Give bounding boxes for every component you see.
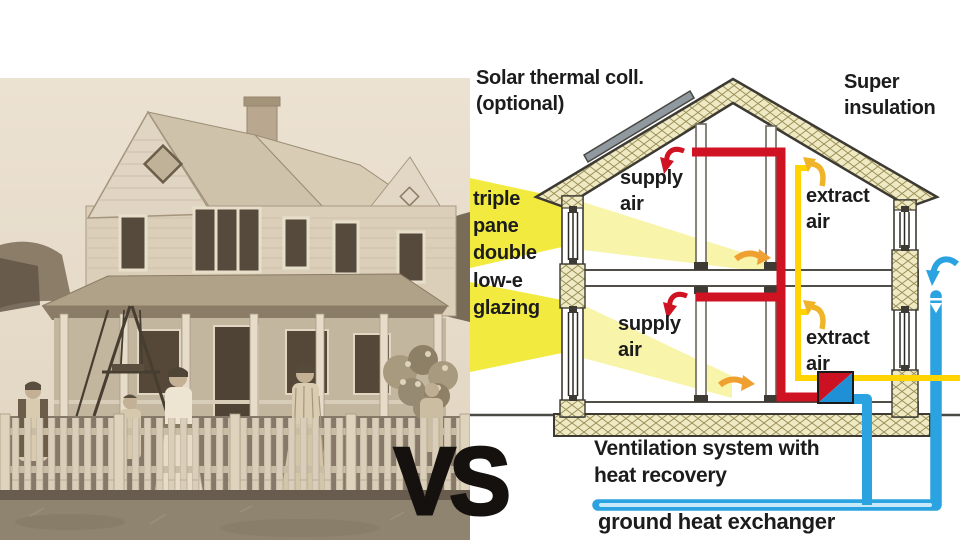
left-wall bbox=[559, 195, 586, 418]
solar-thermal-label-line1: Solar thermal coll. bbox=[476, 67, 644, 89]
supply-air-lower-line1: supply bbox=[618, 313, 681, 335]
solar-collector-panel bbox=[582, 89, 696, 164]
sun-ray-upper bbox=[470, 178, 562, 268]
super-insulation-label: Super insulation bbox=[844, 70, 936, 121]
swing-seat bbox=[112, 364, 144, 371]
supply-air-duct bbox=[692, 147, 819, 402]
fence-baseboard bbox=[0, 490, 470, 502]
sun-ray-lower bbox=[470, 282, 562, 372]
gable-diamond-window bbox=[142, 143, 184, 185]
supply-air-upper-line1: supply bbox=[620, 167, 683, 189]
supply-duct-main bbox=[692, 147, 819, 402]
supply-air-label-lower: supply air bbox=[618, 312, 681, 363]
glazing-label-line1: triple bbox=[473, 188, 521, 210]
extract-air-duct bbox=[795, 165, 960, 381]
glazing-label-line2: pane bbox=[473, 215, 519, 238]
right-wall bbox=[891, 199, 919, 418]
room-airflow-arrow-upper bbox=[734, 249, 771, 265]
pipe-flow-marker bbox=[929, 298, 943, 313]
fresh-air-pipes bbox=[592, 290, 942, 511]
glazing-label-line5: glazing bbox=[473, 296, 540, 319]
room-airflow-arrow-lower bbox=[718, 375, 755, 391]
solar-thermal-label-line2: (optional) bbox=[476, 92, 565, 115]
solar-thermal-label: Solar thermal coll. (optional) bbox=[476, 66, 644, 117]
upstairs-windows bbox=[118, 206, 426, 284]
extract-air-lower-line1: extract bbox=[806, 327, 870, 349]
extract-air-upper-line2: air bbox=[806, 210, 830, 233]
photo-top-margin bbox=[0, 0, 470, 78]
floor-insulation-slab bbox=[553, 413, 931, 437]
glazing-label: triple pane double low-e glazing bbox=[473, 186, 540, 322]
glazing-label-line4: low-e bbox=[473, 269, 523, 292]
fence-posts bbox=[0, 413, 471, 501]
supply-air-lower-line2: air bbox=[618, 338, 642, 361]
passive-house-diagram: Solar thermal coll. (optional) Super ins… bbox=[470, 0, 960, 540]
ventilation-system-label: Ventilation system with heat recovery bbox=[594, 436, 820, 490]
right-window-glazing bbox=[899, 212, 910, 368]
extract-duct-line bbox=[795, 165, 960, 381]
vs-label: VS bbox=[393, 428, 513, 536]
extract-air-label-lower: extract air bbox=[806, 326, 870, 377]
mid-floor-slab bbox=[561, 269, 919, 287]
fresh-air-intake-arrow bbox=[926, 256, 960, 286]
super-insulation-label-line1: Super bbox=[844, 71, 900, 93]
sun-rays bbox=[470, 178, 766, 398]
porch-swing-frame bbox=[74, 305, 170, 419]
heat-exchanger-unit bbox=[817, 371, 854, 404]
clapboard-lines bbox=[86, 217, 456, 269]
sun-ray-inside-upper bbox=[583, 202, 766, 272]
supply-air-upper-line2: air bbox=[620, 192, 644, 215]
supply-air-label-upper: supply air bbox=[620, 166, 683, 217]
ventilation-label-line2: heat recovery bbox=[594, 463, 727, 487]
picket-fence bbox=[0, 413, 471, 502]
ground-heat-exchanger-label: ground heat exchanger bbox=[598, 508, 835, 536]
extract-air-label-upper: extract air bbox=[806, 184, 870, 235]
extract-air-lower-line2: air bbox=[806, 352, 830, 375]
passive-house-diagram-art bbox=[470, 77, 960, 511]
porch bbox=[41, 273, 450, 422]
photo-house bbox=[41, 96, 457, 422]
super-insulation-label-line2: insulation bbox=[844, 96, 936, 119]
heat-exchanger-riser-pipe bbox=[850, 394, 872, 505]
ground-heat-exchanger-line1: ground heat exchanger bbox=[598, 509, 835, 534]
supply-air-arrow-upper bbox=[660, 146, 685, 174]
sun-ray-inside-lower bbox=[583, 305, 732, 398]
extract-air-arrow-upper bbox=[803, 157, 826, 187]
extract-air-upper-line1: extract bbox=[806, 185, 870, 207]
supply-air-arrow-lower bbox=[663, 291, 688, 319]
lawn bbox=[0, 500, 470, 540]
extract-air-arrow-lower bbox=[803, 300, 826, 330]
old-house-photo-art bbox=[0, 0, 471, 540]
glazing-label-line3: double bbox=[473, 242, 537, 265]
ventilation-label-line1: Ventilation system with bbox=[594, 437, 820, 460]
left-window-glazing bbox=[567, 212, 579, 396]
old-house-photo bbox=[0, 0, 471, 540]
air-flow-arrows bbox=[660, 146, 960, 391]
